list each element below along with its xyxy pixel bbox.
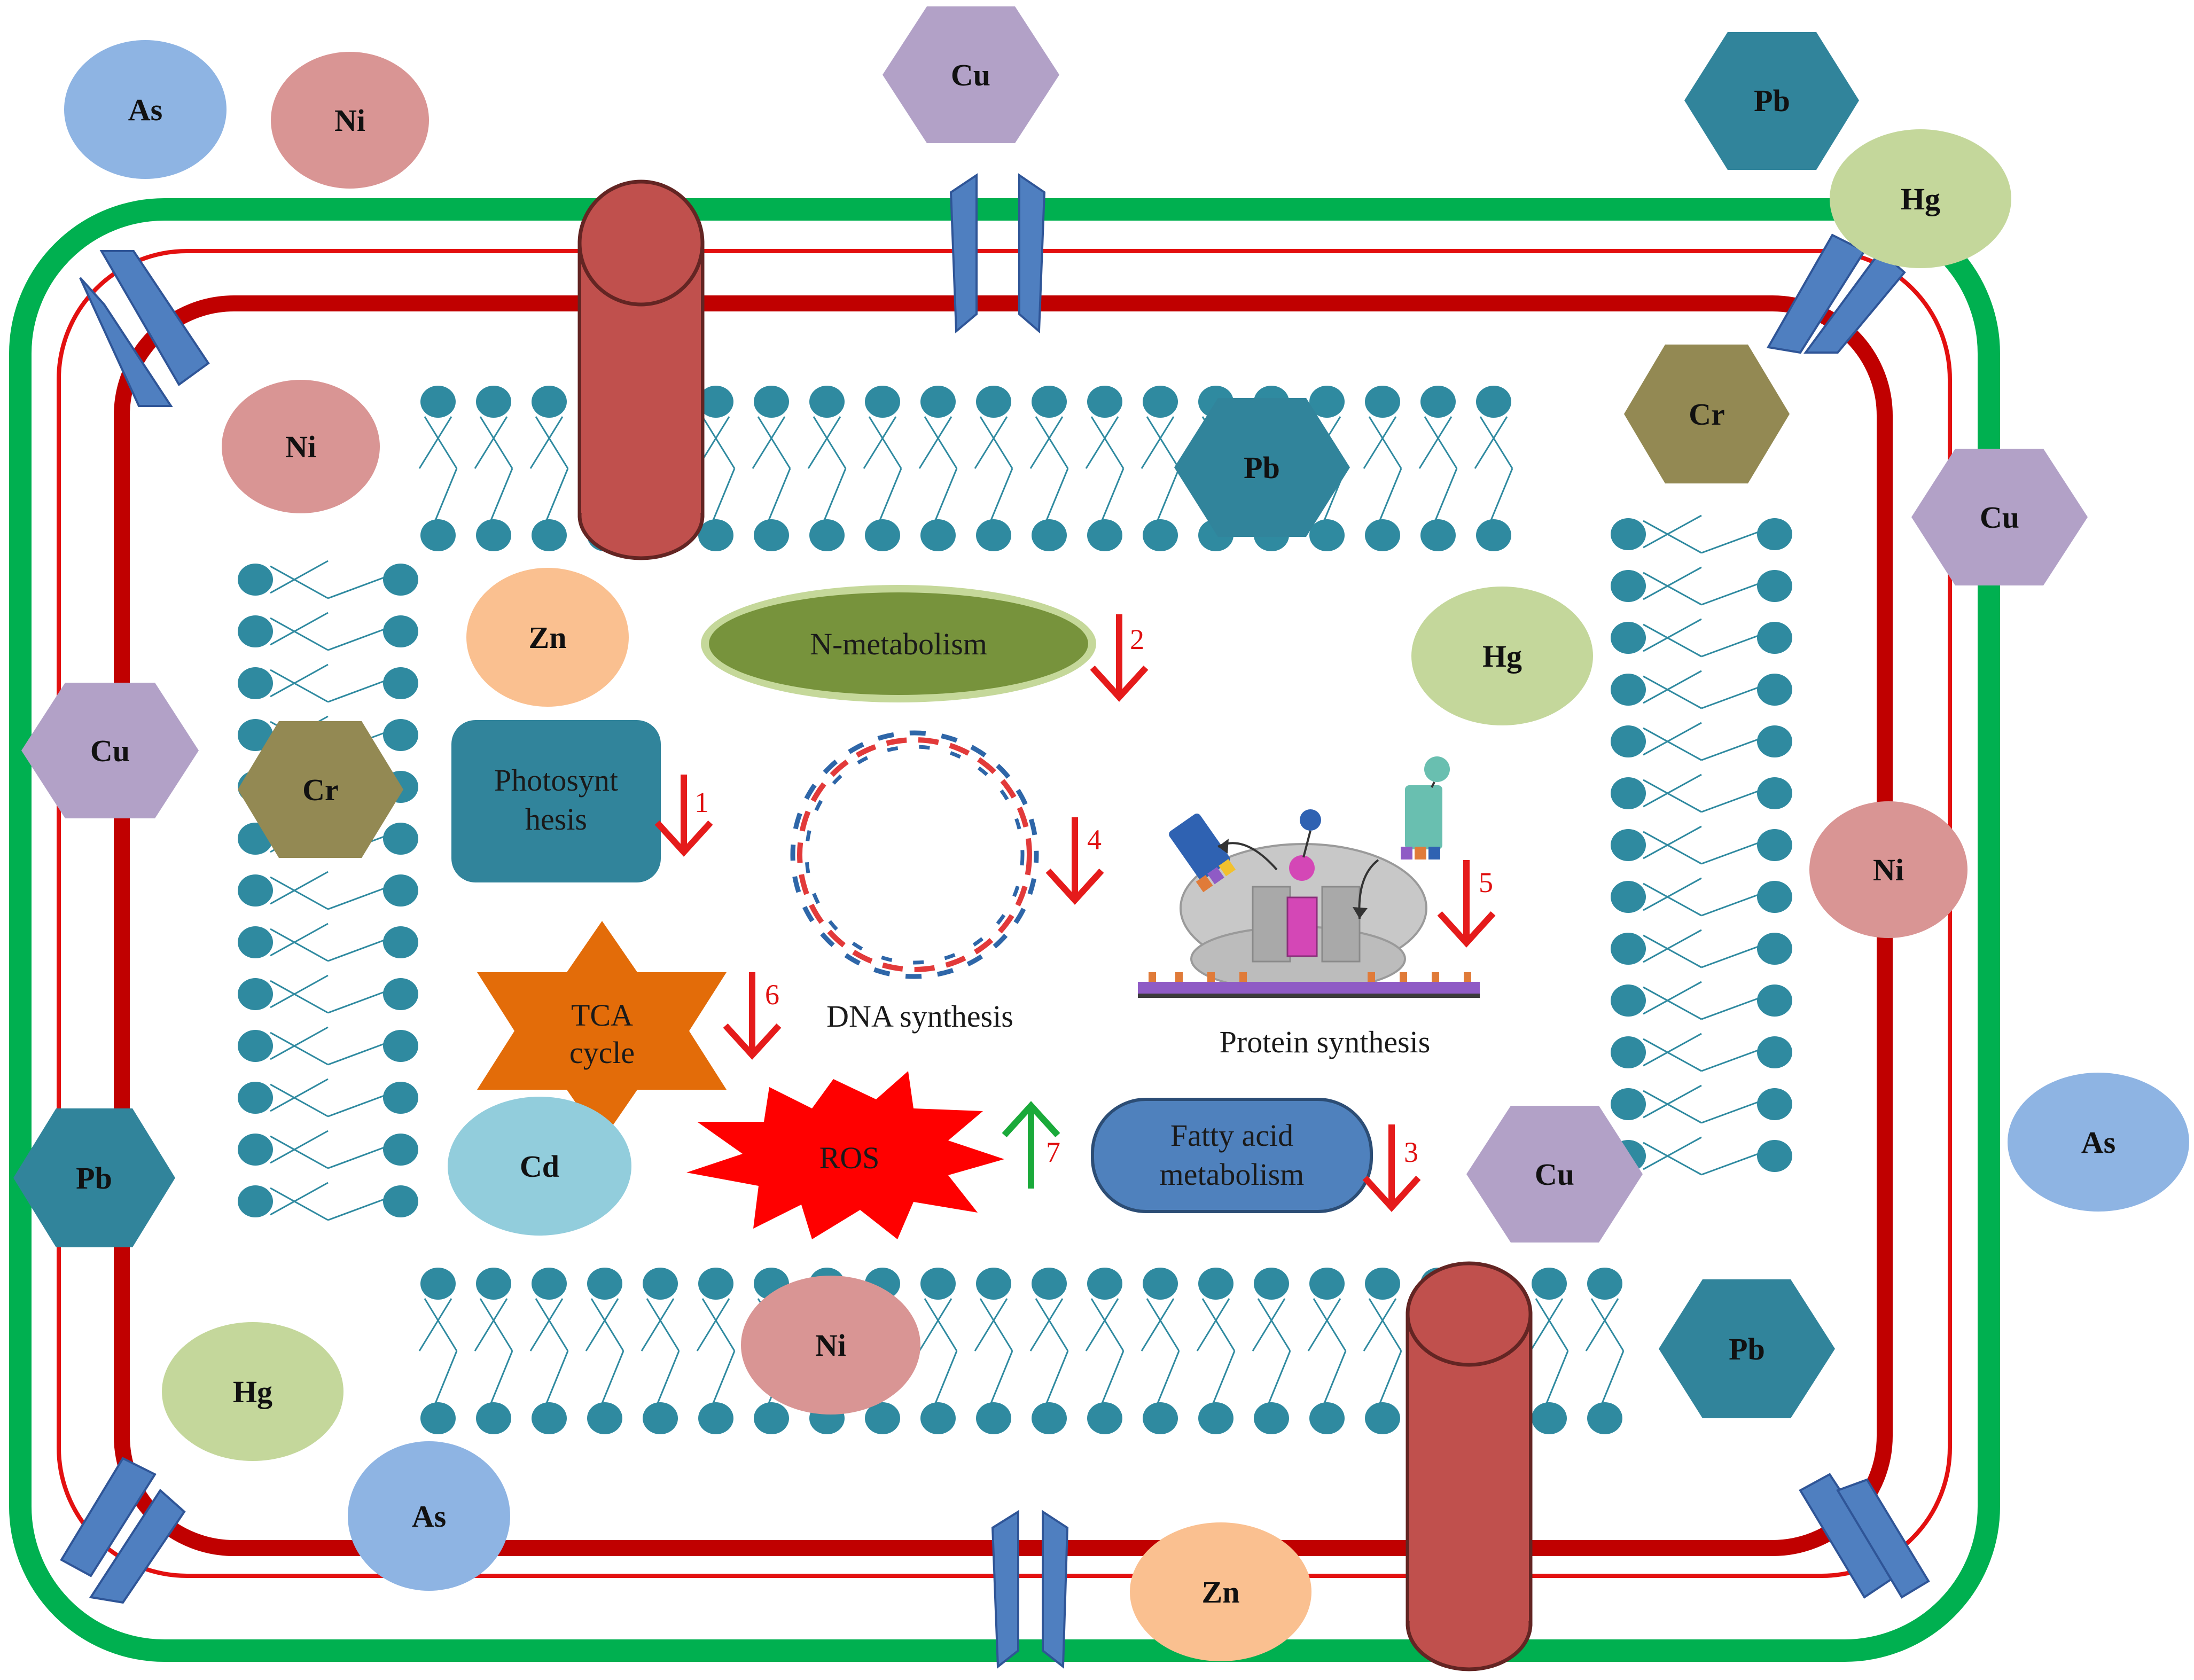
metal-ni-membrane-bottom: Ni <box>741 1276 920 1415</box>
metal-cr-right: Cr <box>1624 345 1790 483</box>
metal-as-top-left: As <box>64 40 227 179</box>
channel-bottom-left <box>60 1457 186 1604</box>
svg-text:Cu: Cu <box>1535 1157 1574 1192</box>
fatty-acid-label-line1: Fatty acid <box>1170 1118 1293 1153</box>
metal-cu-inner-right: Cu <box>1466 1106 1643 1243</box>
channel-bottom <box>991 1510 1069 1669</box>
tca-label-line1: TCA <box>571 998 633 1033</box>
metal-zn-inner: Zn <box>466 568 629 707</box>
dna-icon <box>790 730 1039 979</box>
svg-text:Pb: Pb <box>1754 83 1790 118</box>
dna-synthesis-label: DNA synthesis <box>826 999 1013 1034</box>
channel-bottom-right <box>1799 1473 1930 1599</box>
effect-number-1: 1 <box>694 786 709 818</box>
metal-ni-wall-left: Ni <box>222 380 380 513</box>
svg-text:Ni: Ni <box>1873 853 1904 887</box>
effect-arrow-7: 7 <box>1002 1101 1060 1189</box>
metal-as-bottom-left: As <box>348 1441 510 1591</box>
lipid-bilayer-left <box>238 560 418 1221</box>
channel-top <box>949 173 1046 334</box>
metal-pb-top-right: Pb <box>1684 32 1859 170</box>
metal-hg-top-right: Hg <box>1830 129 2011 268</box>
effect-arrow-5: 5 <box>1437 860 1496 948</box>
ribosome-icon <box>1138 756 1480 998</box>
svg-text:Zn: Zn <box>529 620 567 655</box>
svg-text:Ni: Ni <box>334 103 365 138</box>
effect-number-6: 6 <box>765 979 779 1011</box>
fatty-acid-node: Fatty acid metabolism <box>1091 1098 1373 1213</box>
metal-pb-left: Pb <box>13 1108 175 1247</box>
svg-text:Hg: Hg <box>1901 182 1940 216</box>
fatty-acid-label-line2: metabolism <box>1160 1157 1305 1192</box>
svg-text:As: As <box>2081 1125 2115 1160</box>
n-metabolism-node: N-metabolism <box>701 585 1096 702</box>
svg-text:Zn: Zn <box>1202 1575 1240 1609</box>
effect-arrow-3: 3 <box>1362 1124 1421 1212</box>
effect-arrow-6: 6 <box>723 972 782 1060</box>
transporter-cylinder-bottom <box>1406 1261 1533 1671</box>
metal-cu-right: Cu <box>1911 449 2088 585</box>
channel-top-left <box>79 250 210 407</box>
effect-number-4: 4 <box>1087 824 1102 856</box>
metal-pb-membrane-top: Pb <box>1174 398 1350 537</box>
effect-number-5: 5 <box>1479 866 1493 898</box>
svg-text:As: As <box>412 1499 446 1534</box>
metal-ni-top-left: Ni <box>271 52 429 189</box>
ros-label: ROS <box>819 1140 880 1175</box>
effect-arrow-4: 4 <box>1045 817 1104 905</box>
svg-text:Pb: Pb <box>1244 450 1280 485</box>
svg-text:As: As <box>128 92 162 127</box>
metal-zn-bottom: Zn <box>1130 1522 1311 1661</box>
photosynthesis-label-line2: hesis <box>525 802 587 837</box>
svg-text:Pb: Pb <box>76 1161 112 1195</box>
svg-text:Cu: Cu <box>90 733 130 768</box>
effect-arrow-2: 2 <box>1090 614 1149 702</box>
svg-text:Cd: Cd <box>520 1149 559 1184</box>
effect-number-3: 3 <box>1404 1136 1418 1168</box>
tca-label-line2: cycle <box>569 1035 635 1070</box>
svg-text:Ni: Ni <box>285 429 316 464</box>
effect-number-7: 7 <box>1046 1136 1060 1168</box>
lipid-bilayer-right <box>1611 514 1792 1176</box>
metal-ni-right: Ni <box>1809 801 1967 938</box>
svg-text:Cu: Cu <box>951 58 990 92</box>
effect-number-2: 2 <box>1130 623 1144 655</box>
metal-cu-top: Cu <box>883 6 1059 143</box>
ros-node: ROS <box>686 1071 1004 1239</box>
metal-hg-inner: Hg <box>1411 587 1593 725</box>
metal-cu-left: Cu <box>21 683 199 818</box>
svg-text:Hg: Hg <box>233 1374 272 1409</box>
n-metabolism-label: N-metabolism <box>810 627 987 661</box>
svg-text:Cr: Cr <box>302 772 339 807</box>
metal-cd-inner: Cd <box>448 1097 631 1236</box>
metal-as-right: As <box>2008 1073 2189 1212</box>
effect-arrow-1: 1 <box>654 775 713 857</box>
protein-synthesis-label: Protein synthesis <box>1220 1025 1431 1059</box>
svg-text:Ni: Ni <box>815 1328 846 1363</box>
tca-cycle-node: TCA cycle <box>477 921 727 1141</box>
svg-text:Cu: Cu <box>1980 500 2019 535</box>
photosynthesis-label-line1: Photosynt <box>494 763 618 798</box>
svg-text:Pb: Pb <box>1729 1332 1765 1366</box>
photosynthesis-node: Photosynt hesis <box>451 720 661 882</box>
svg-text:Cr: Cr <box>1689 397 1725 432</box>
metal-hg-bottom-left: Hg <box>162 1322 343 1461</box>
metal-cr-left: Cr <box>238 721 403 858</box>
transporter-cylinder-top <box>577 179 705 560</box>
svg-text:Hg: Hg <box>1482 639 1522 674</box>
metal-pb-bottom-right: Pb <box>1659 1279 1835 1418</box>
